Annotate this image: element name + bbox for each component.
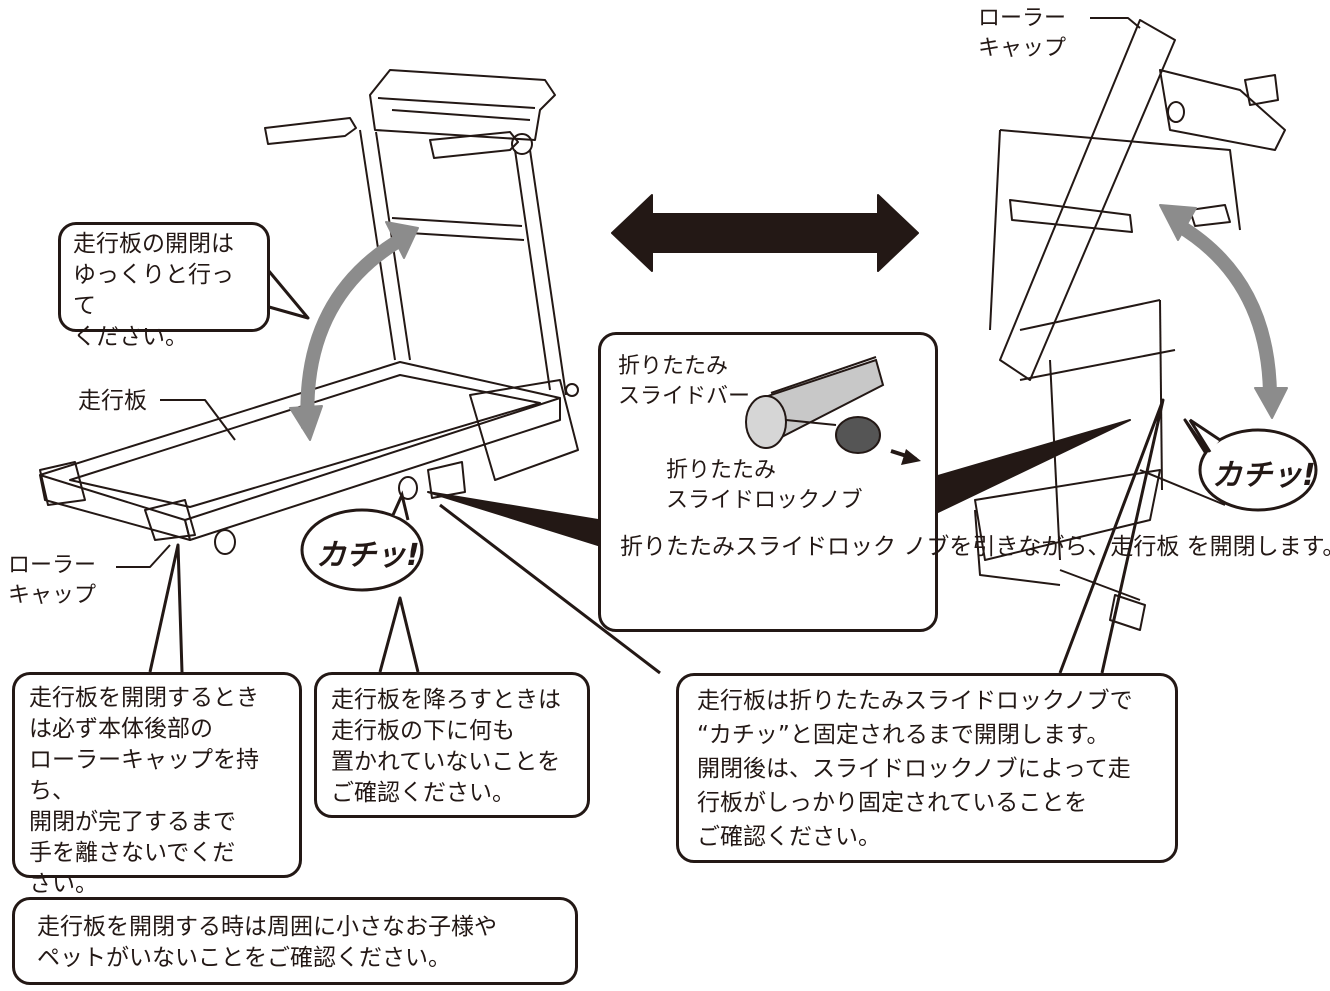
click-bubble-right <box>1188 418 1318 512</box>
callout-line: 開閉が完了するまで <box>29 809 236 835</box>
callout-line: ご確認ください。 <box>331 780 515 806</box>
callout-line: 走行板を開閉する時は周囲に小さなお子様や <box>37 914 497 940</box>
label-roller-cap-left: ローラー キャップ <box>8 551 96 611</box>
callout-fixed-confirm: 走行板は折りたたみスライドロックノブで “カチッ”と固定されるまで開閉します。 … <box>676 673 1178 863</box>
label-lock-knob: 折りたたみ スライドロックノブ <box>666 456 863 516</box>
callout-line: 走行板の開閉は <box>73 231 234 257</box>
label-line: スライドバー <box>618 384 751 409</box>
label-line: ローラー <box>978 6 1067 31</box>
callout-line: ローラーキャップを持ち、 <box>29 747 259 804</box>
callout-line: “カチッ”と固定されるまで開閉します。 <box>697 722 1110 748</box>
knob-pointer-wedges <box>427 419 1131 546</box>
label-line: キャップ <box>8 583 97 608</box>
transition-double-arrow <box>611 194 919 272</box>
callout-line: 走行板の下に何も <box>331 718 515 744</box>
label-line: キャップ <box>978 36 1067 61</box>
callout-line: ノブを引きながら、走行板 <box>903 534 1180 560</box>
callout-open-slowly: 走行板の開閉は ゆっくりと行って ください。 <box>58 222 270 350</box>
callout-line: 開閉後は、スライドロックノブによって走 <box>697 756 1131 782</box>
label-roller-cap-right: ローラー キャップ <box>978 4 1066 64</box>
knob-detail-callout <box>598 332 938 632</box>
treadmill-folded-illustration <box>974 19 1286 631</box>
callout-line: ペットがいないことをご確認ください。 <box>37 945 451 971</box>
label-slide-bar: 折りたたみ スライドバー <box>618 352 750 412</box>
callout-line: 走行板を開閉するとき <box>29 685 259 711</box>
callout-line: 行板がしっかり固定されていることを <box>697 790 1088 816</box>
fold-motion-arrow-left <box>289 221 419 441</box>
callout-tails <box>148 269 1242 675</box>
click-sound-left: カチッ! <box>316 538 420 573</box>
callout-line: 手を離さないでくだ <box>29 840 236 866</box>
label-line: スライドロックノブ <box>666 488 863 513</box>
callout-line: は必ず本体後部の <box>29 716 213 742</box>
treadmill-open-illustration <box>39 69 579 555</box>
callout-line: を開閉します。 <box>1186 534 1330 560</box>
slide-lock-knob-detail <box>745 356 921 465</box>
click-sound-right: カチッ! <box>1212 458 1316 493</box>
callout-line: 走行板を降ろすときは <box>331 687 561 713</box>
callout-children-pets: 走行板を開閉する時は周囲に小さなお子様や ペットがいないことをご確認ください。 <box>12 897 578 985</box>
callout-line: ご確認ください。 <box>697 824 881 850</box>
click-bubble-left <box>300 490 424 592</box>
label-line: 折りたたみ <box>666 458 777 483</box>
callout-line: ゆっくりと行って <box>73 262 234 319</box>
callout-nothing-under: 走行板を降ろすときは 走行板の下に何も 置かれていないことを ご確認ください。 <box>314 672 590 818</box>
callout-line: 折りたたみスライドロック <box>620 534 896 560</box>
callout-line: さい。 <box>29 871 98 897</box>
callout-hold-roller-cap: 走行板を開閉するとき は必ず本体後部の ローラーキャップを持ち、 開閉が完了する… <box>12 672 302 897</box>
callout-line: 置かれていないことを <box>331 749 561 775</box>
fold-motion-arrow-right <box>1159 204 1288 419</box>
label-line: 折りたたみ <box>618 354 729 379</box>
label-running-board: 走行板 <box>78 388 147 414</box>
label-line: ローラー <box>8 553 97 578</box>
callout-line: ください。 <box>73 324 188 350</box>
callout-line: 走行板は折りたたみスライドロックノブで <box>697 688 1133 714</box>
callout-knob-instruction: 折りたたみスライドロック ノブを引きながら、走行板 を開閉します。 <box>620 532 1330 563</box>
